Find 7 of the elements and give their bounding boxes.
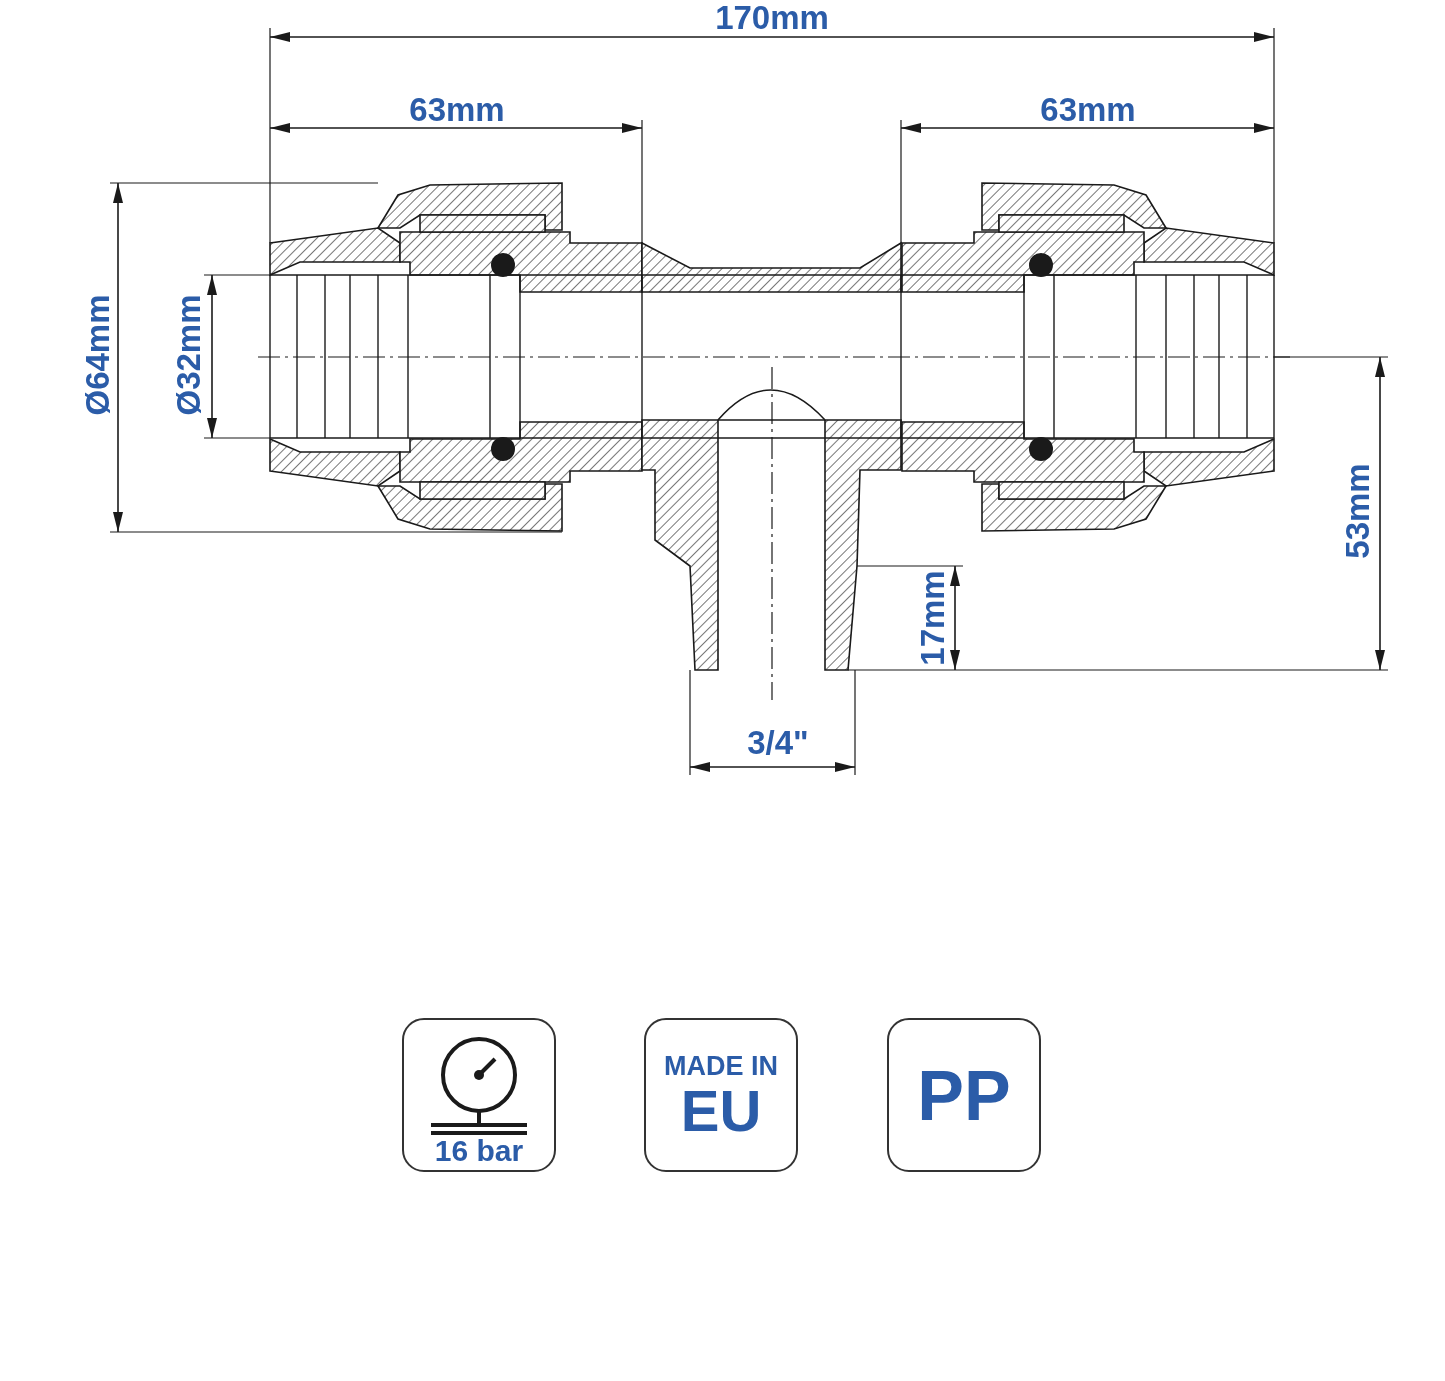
- badge-text: PP: [917, 1060, 1011, 1134]
- feature-badge: [402, 1018, 556, 1172]
- badge-text: 16 bar: [434, 1134, 524, 1166]
- feature-badge: [644, 1018, 798, 1172]
- feature-badge: [887, 1018, 1041, 1172]
- badge-text: MADE IN: [664, 1052, 778, 1081]
- badge-text: EU: [680, 1080, 762, 1142]
